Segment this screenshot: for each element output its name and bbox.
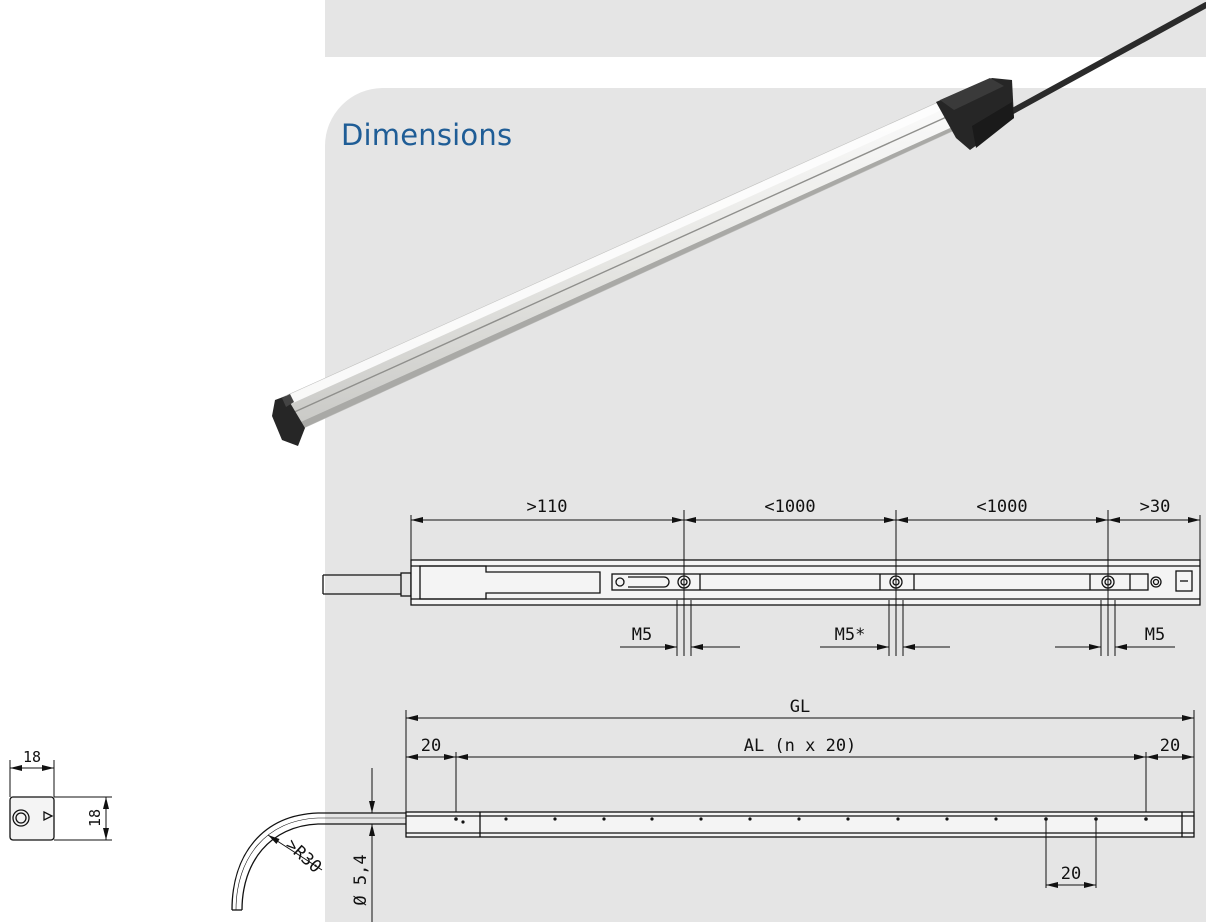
section-heading: Dimensions <box>341 118 513 152</box>
product-connector-housing <box>936 78 1014 150</box>
cable-diameter-label: Ø 5,4 <box>351 854 371 905</box>
bend-radius-label: >R30 <box>281 835 325 877</box>
end-view-drawing <box>9 760 112 841</box>
thread-label-middle: M5* <box>835 625 866 645</box>
spacing-label-middle-1: <1000 <box>764 497 815 517</box>
product-end-cap <box>272 394 305 446</box>
end-view-dimension-lines <box>10 765 109 840</box>
product-profile-bar <box>276 96 973 431</box>
end-offset-left-label: 20 <box>421 736 441 756</box>
end-view-width-label: 18 <box>23 748 41 766</box>
side-view-drawing <box>231 710 1195 911</box>
thread-label-left: M5 <box>632 625 652 645</box>
top-view-dimension-lines <box>411 517 1200 650</box>
dimensions-panel <box>325 88 1206 922</box>
beam-dot-row <box>454 817 1148 824</box>
product-photo <box>272 2 1206 446</box>
product-cable <box>997 2 1206 121</box>
beam-pitch-label: 20 <box>1061 864 1081 884</box>
overall-length-label: GL <box>790 697 810 717</box>
active-length-label: AL (n x 20) <box>744 736 857 756</box>
top-banner-band <box>325 0 1206 57</box>
thread-label-right: M5 <box>1145 625 1165 645</box>
spacing-label-end: >30 <box>1140 497 1171 517</box>
end-offset-right-label: 20 <box>1160 736 1180 756</box>
spacing-label-middle-2: <1000 <box>976 497 1027 517</box>
side-view-dimension-lines <box>267 715 1194 922</box>
end-view-height-label: 18 <box>86 809 104 827</box>
top-view-drawing <box>322 510 1201 656</box>
spacing-label-start: >110 <box>527 497 568 517</box>
